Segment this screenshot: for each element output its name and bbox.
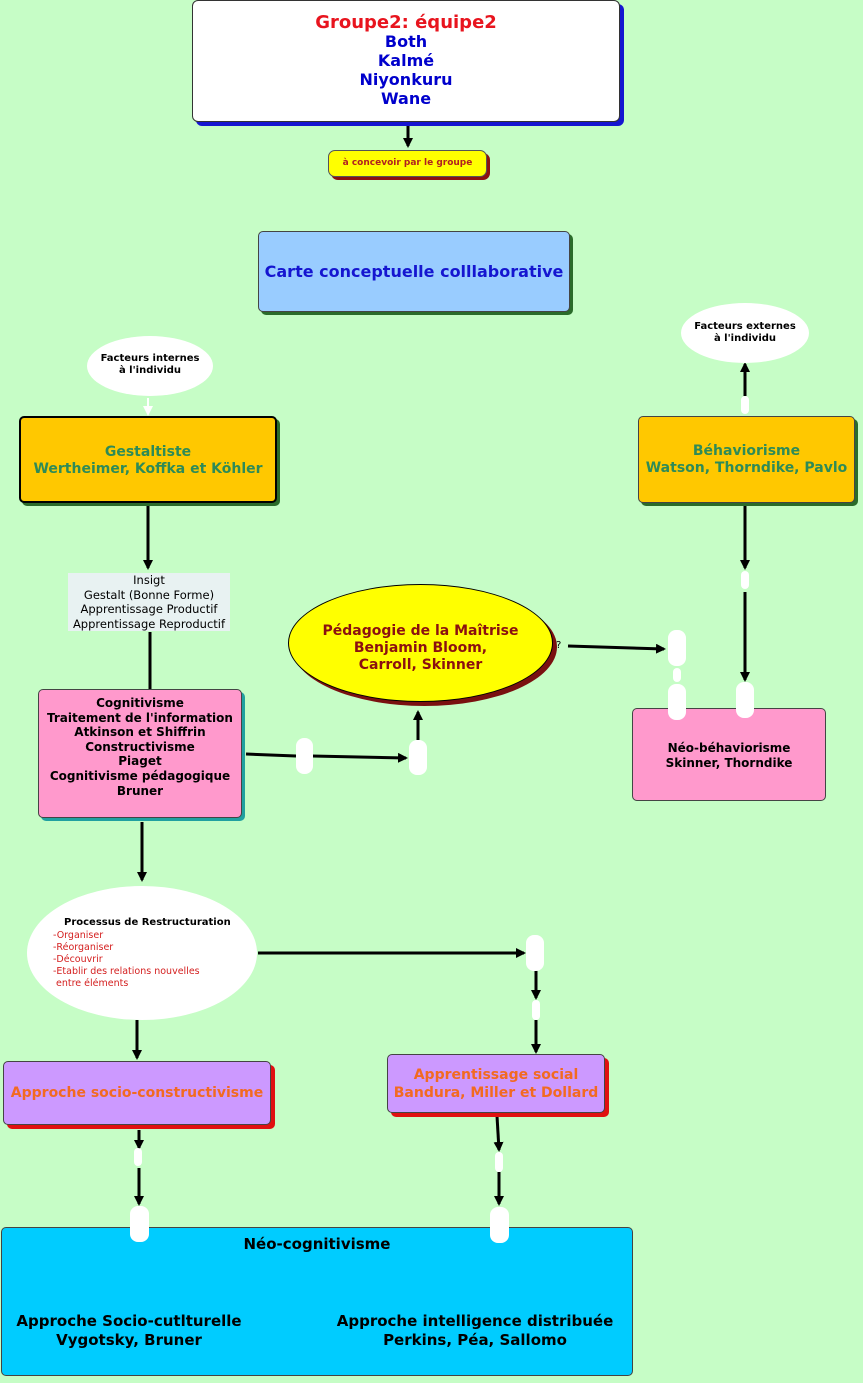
link-label-pill: [490, 1207, 509, 1243]
cognitivisme-line: Atkinson et Shiffrin: [74, 725, 206, 740]
link-label-pill: [532, 1000, 540, 1020]
neo-behaviorisme-authors: Skinner, Thorndike: [665, 756, 793, 770]
neo-cognitivisme-left: Approche Socio-cutlturelle Vygotsky, Bru…: [9, 1312, 249, 1350]
pedagogie-title: Pédagogie de la Maîtrise: [322, 623, 519, 639]
processus-ellipse: Processus de Restructuration -Organiser …: [27, 886, 257, 1020]
insight-text: Insigt Gestalt (Bonne Forme) Apprentissa…: [68, 573, 230, 631]
pedagogie-authors: Carroll, Skinner: [358, 657, 483, 673]
cognitivisme-box: Cognitivisme Traitement de l'information…: [38, 689, 242, 818]
link-label-pill: [526, 935, 544, 971]
group-note-text: à concevoir par le groupe: [342, 158, 473, 168]
edge-social-pill: [493, 1115, 504, 1152]
group-title: Groupe2: équipe2: [315, 12, 497, 33]
cognitivisme-line: Constructivisme: [85, 739, 195, 754]
behaviorisme-title: Béhaviorisme: [692, 443, 801, 459]
facteurs-externes: Facteurs externes à l'individu: [681, 303, 809, 363]
edge-pedagogie-pill: [567, 643, 666, 654]
insight-line: Gestalt (Bonne Forme): [83, 587, 215, 602]
facteurs-externes-line: Facteurs externes: [694, 321, 796, 332]
behaviorisme-box: Béhaviorisme Watson, Thorndike, Pavlo: [638, 416, 855, 503]
neo-cognitivisme-title: Néo-cognitivisme: [243, 1235, 391, 1253]
intelligence-distribuee-title: Approche intelligence distribuée: [336, 1312, 614, 1330]
gestaltiste-title: Gestaltiste: [104, 444, 192, 460]
socio-constructivisme-box: Approche socio-constructivisme: [3, 1061, 271, 1125]
neo-cognitivisme-right: Approche intelligence distribuée Perkins…: [324, 1312, 626, 1350]
link-label-pill: [409, 740, 427, 775]
processus-item: -Organiser: [53, 930, 104, 941]
insight-line: Apprentissage Reproductif: [72, 616, 226, 631]
cognitivisme-line: Cognitivisme: [96, 696, 184, 710]
member-name: Wane: [380, 89, 432, 108]
cognitivisme-line: Bruner: [116, 783, 164, 798]
link-label-pill: [130, 1206, 149, 1242]
link-label-pill: [495, 1152, 503, 1172]
link-label-pill: [668, 684, 686, 720]
processus-item: -Découvrir: [53, 954, 103, 965]
gestaltiste-authors: Wertheimer, Koffka et Köhler: [33, 461, 263, 477]
cognitivisme-line: Traitement de l'information: [47, 710, 233, 725]
link-label-pill: [673, 668, 681, 682]
link-label-pill: [741, 396, 749, 414]
insight-line: Insigt: [133, 573, 165, 587]
edge-pill-pill: [311, 752, 408, 763]
member-name: Niyonkuru: [359, 70, 453, 89]
processus-title: Processus de Restructuration: [64, 917, 231, 928]
processus-item: -Réorganiser: [53, 942, 114, 953]
socio-culturelle-authors: Vygotsky, Bruner: [56, 1331, 202, 1349]
group-note: à concevoir par le groupe: [328, 150, 487, 177]
link-label-pill: [134, 1148, 142, 1166]
link-label-pill: [668, 630, 686, 666]
apprentissage-social-authors: Bandura, Miller et Dollard: [393, 1085, 599, 1101]
link-label-pill: [741, 571, 749, 589]
member-name: Both: [384, 32, 428, 51]
gestaltiste-box: Gestaltiste Wertheimer, Koffka et Köhler: [19, 416, 277, 503]
link-label-pill: [296, 738, 313, 774]
cognitivisme-line: Piaget: [118, 754, 162, 769]
edge-cognitivisme-pill: [245, 752, 297, 758]
member-name: Kalmé: [377, 51, 435, 70]
facteurs-internes: Facteurs internes à l'individu: [87, 336, 213, 396]
insight-line: Apprentissage Productif: [80, 602, 218, 616]
cognitivisme-line: Cognitivisme pédagogique: [49, 768, 231, 783]
group-header: Groupe2: équipe2 Both Kalmé Niyonkuru Wa…: [192, 0, 620, 122]
facteurs-externes-line: à l'individu: [713, 333, 777, 344]
intelligence-distribuee-authors: Perkins, Péa, Sallomo: [383, 1331, 567, 1349]
facteurs-internes-line: à l'individu: [118, 365, 182, 376]
facteurs-internes-line: Facteurs internes: [100, 353, 200, 364]
map-title-box: Carte conceptuelle colllaborative: [258, 231, 570, 312]
socio-constructivisme-title: Approche socio-constructivisme: [10, 1085, 264, 1101]
neo-cognitivisme-box: Néo-cognitivisme Approche Socio-cutlture…: [1, 1227, 633, 1376]
map-title: Carte conceptuelle colllaborative: [264, 262, 564, 281]
processus-item: -Etablir des relations nouvelles: [53, 966, 200, 977]
behaviorisme-authors: Watson, Thorndike, Pavlo: [645, 460, 848, 476]
processus-item: entre éléments: [53, 978, 129, 989]
pedagogie-mark: ?: [556, 640, 562, 651]
socio-culturelle-title: Approche Socio-cutlturelle: [16, 1312, 242, 1330]
apprentissage-social-box: Apprentissage social Bandura, Miller et …: [387, 1054, 605, 1113]
pedagogie-authors: Benjamin Bloom,: [353, 640, 488, 656]
neo-behaviorisme-title: Néo-béhaviorisme: [667, 741, 791, 755]
link-label-pill: [736, 682, 754, 718]
pedagogie-ellipse: Pédagogie de la Maîtrise Benjamin Bloom,…: [288, 584, 553, 702]
neo-behaviorisme-box: Néo-béhaviorisme Skinner, Thorndike: [632, 708, 826, 801]
apprentissage-social-title: Apprentissage social: [413, 1067, 579, 1083]
